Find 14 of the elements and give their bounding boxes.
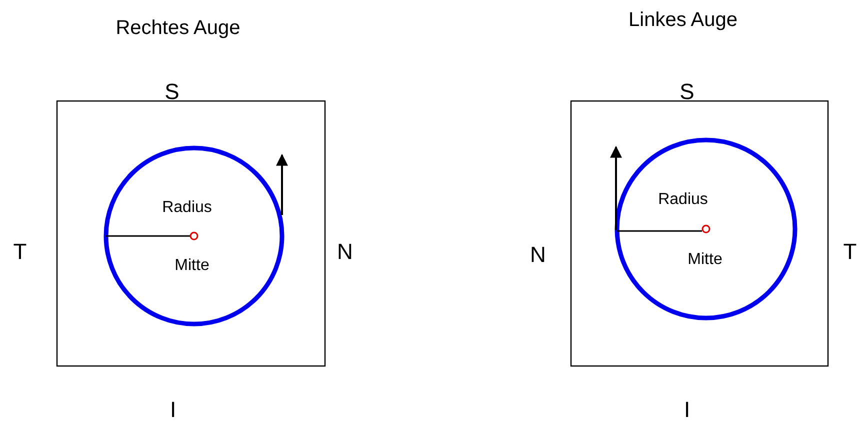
panel-title: Linkes Auge xyxy=(628,10,738,30)
direction-letter: S xyxy=(164,81,180,103)
direction-letter: T xyxy=(13,241,27,263)
center-label: Mitte xyxy=(688,252,722,268)
direction-letter: T xyxy=(843,241,857,263)
direction-letter: I xyxy=(684,399,690,421)
direction-letter: S xyxy=(680,81,694,103)
panel-title: Rechtes Auge xyxy=(116,18,240,38)
direction-letter: N xyxy=(530,244,546,266)
radius-label: Radius xyxy=(658,192,708,208)
direction-letter: N xyxy=(337,241,353,263)
center-label: Mitte xyxy=(174,258,210,274)
radius-label: Radius xyxy=(162,200,212,216)
direction-letter: I xyxy=(170,399,176,421)
